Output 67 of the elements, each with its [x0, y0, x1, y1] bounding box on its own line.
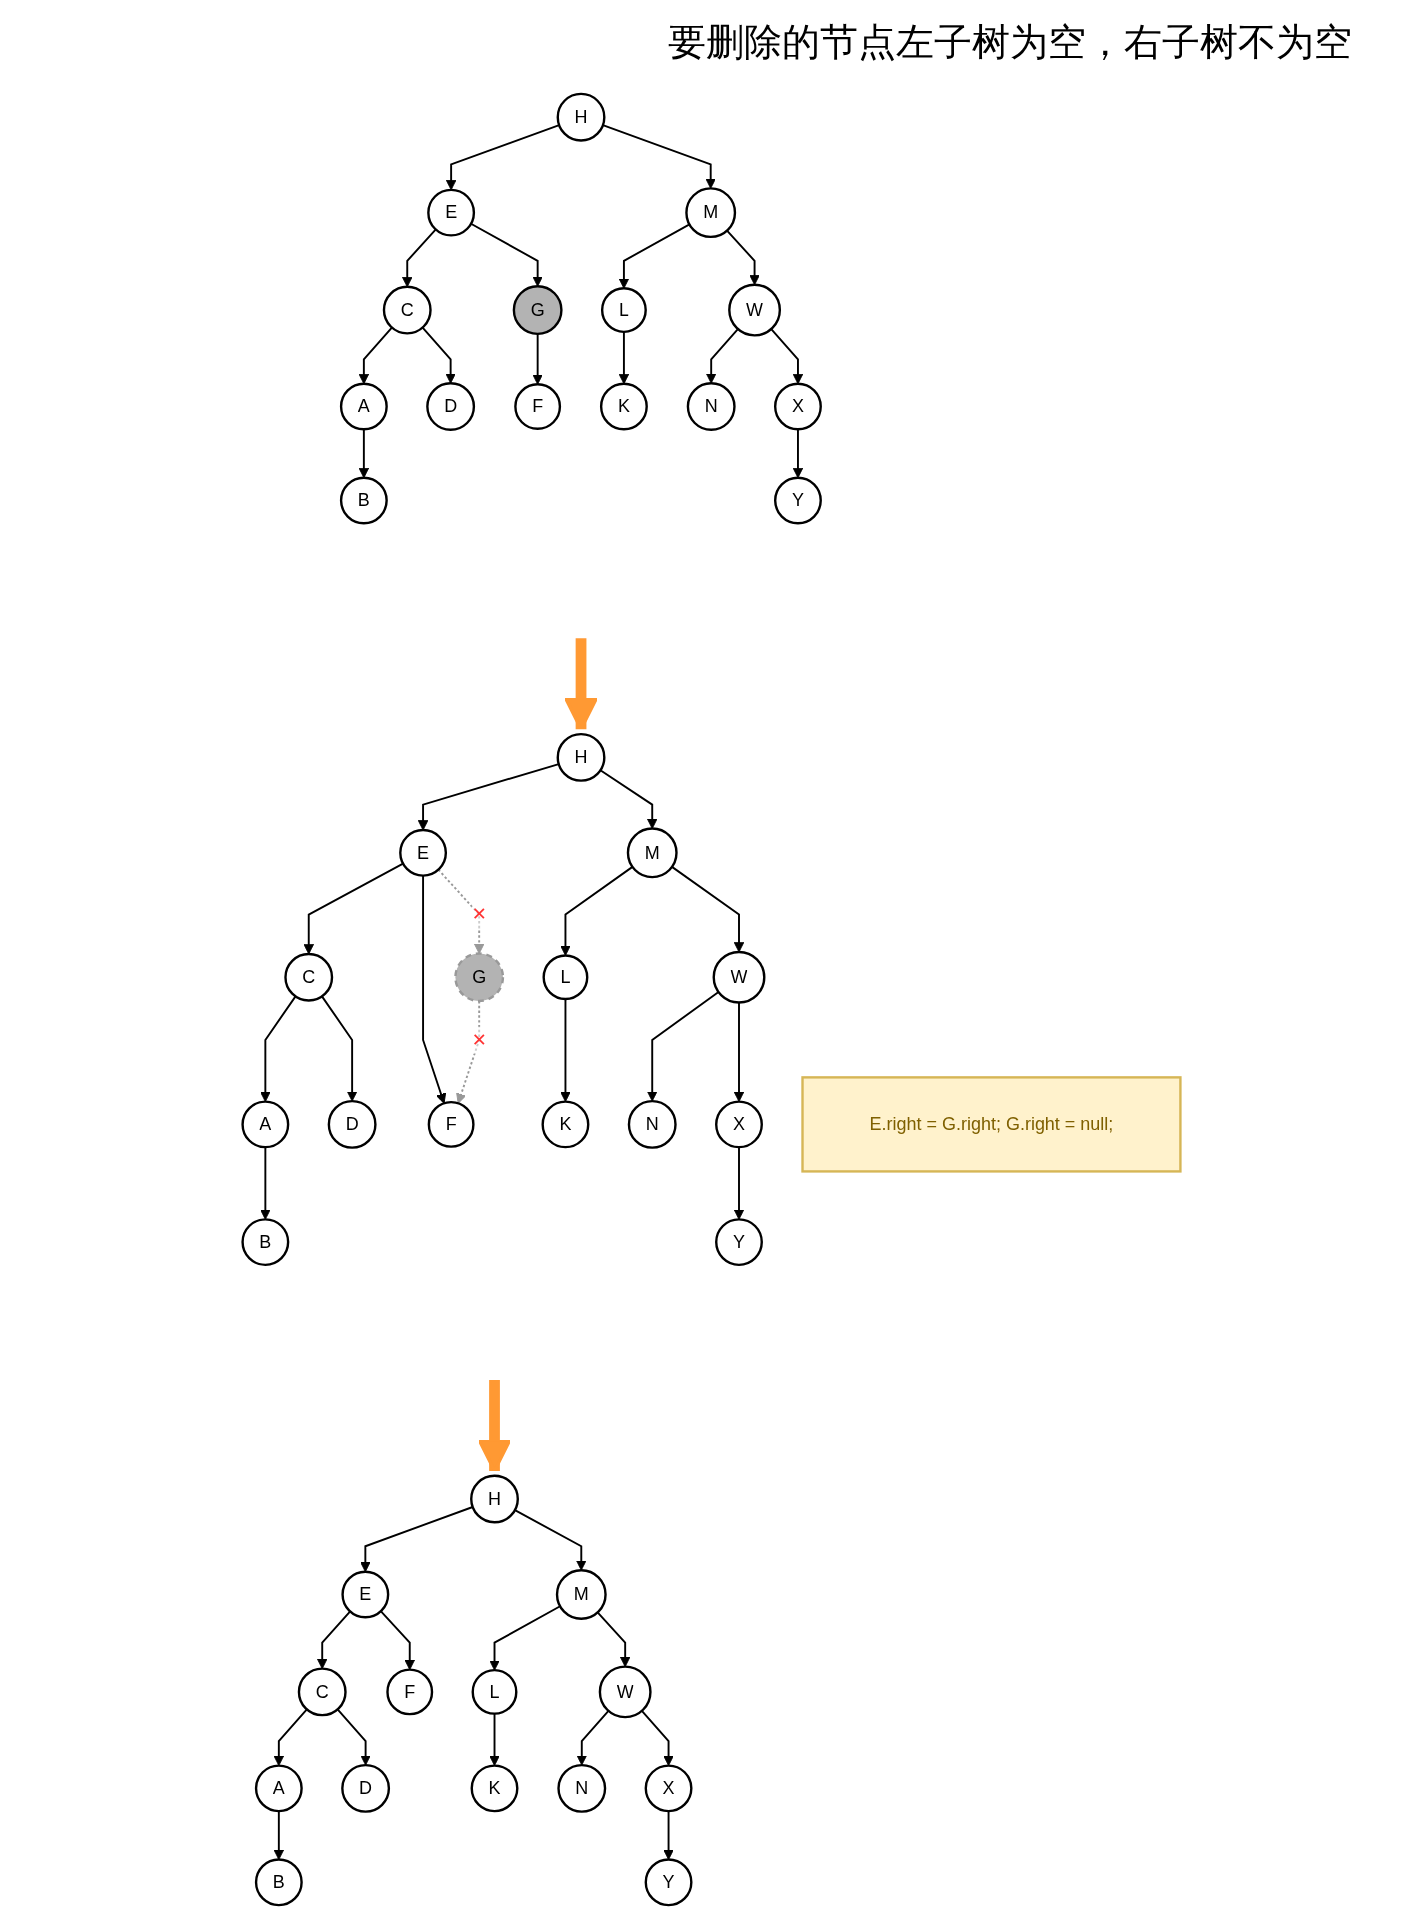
arrow	[559, 865, 633, 956]
tree-node-circle: D	[425, 382, 475, 431]
tree-node-circle: M	[626, 827, 678, 879]
tree-node-circle: A	[254, 1764, 303, 1813]
tree-node-circle: Y	[773, 476, 822, 525]
note-box: E.right = G.right; G.right = null;	[800, 1076, 1182, 1173]
tree-node-circle: N	[686, 382, 736, 431]
tree-node-circle: B	[254, 1858, 303, 1907]
tree-node-circle: H	[556, 92, 605, 142]
arrow	[421, 326, 456, 384]
arrow	[618, 223, 690, 289]
arrow	[705, 328, 739, 384]
tree-node-circle: E	[398, 828, 447, 877]
arrow	[445, 124, 560, 191]
tree-node-circle: W	[727, 283, 781, 337]
tree-node-circle: F	[427, 1100, 475, 1148]
arrow	[302, 862, 404, 955]
tree-node-circle: L	[541, 954, 588, 1001]
tree-node-circle: K	[599, 382, 648, 431]
tree-node-circle: C	[297, 1667, 347, 1717]
tree-node-circle: G	[453, 952, 504, 1003]
block-arrow	[476, 1379, 512, 1473]
tree-node-circle: D	[327, 1099, 377, 1149]
diagram-title: 要删除的节点左子树为空，右子树不为空	[668, 19, 1352, 65]
tree-node-circle: Y	[714, 1218, 763, 1267]
tree-node-circle: M	[555, 1569, 607, 1620]
tree-node-circle: C	[283, 952, 333, 1002]
tree-node-circle: B	[339, 476, 388, 525]
tree-node-circle: G	[512, 285, 563, 336]
arrow	[436, 868, 484, 954]
tree-node-circle: A	[240, 1100, 289, 1149]
tree-node-circle: X	[773, 382, 822, 431]
tree-node-circle: M	[684, 187, 736, 239]
arrow	[488, 1605, 561, 1671]
tree-node-circle: Y	[644, 1858, 693, 1907]
cross-mark: ✕	[471, 1026, 487, 1054]
tree-node-circle: X	[714, 1100, 763, 1149]
tree-node-circle: F	[385, 1668, 433, 1716]
arrow	[646, 991, 719, 1102]
arrow	[259, 1146, 271, 1220]
tree-node-circle: E	[426, 188, 475, 237]
tree-node-circle: D	[340, 1763, 390, 1813]
tree-node-circle: K	[540, 1100, 589, 1149]
tree-node-circle: C	[382, 285, 432, 335]
arrow	[513, 1509, 587, 1571]
tree-node-circle: L	[600, 287, 647, 334]
arrow	[725, 229, 760, 286]
arrow	[670, 865, 744, 953]
tree-node-circle: A	[339, 382, 388, 431]
tree-node-circle: N	[627, 1099, 677, 1149]
arrow	[733, 1146, 744, 1220]
tree-node-circle: W	[712, 950, 765, 1004]
tree-node-circle: H	[556, 732, 605, 782]
tree-node-circle: H	[469, 1474, 519, 1524]
block-arrow	[563, 638, 598, 731]
tree-node-circle: X	[644, 1764, 693, 1813]
arrow	[336, 1708, 371, 1766]
tree-node-circle: E	[340, 1570, 389, 1619]
tree-node-circle: W	[598, 1665, 652, 1719]
arrow	[320, 995, 357, 1102]
tree-node-circle: F	[513, 383, 561, 430]
tree-node-circle: L	[471, 1668, 517, 1715]
tree-node-circle: N	[556, 1763, 606, 1813]
tree-node-circle: K	[470, 1764, 518, 1813]
arrow	[455, 1000, 480, 1104]
arrow	[576, 1709, 609, 1766]
tree-node-circle: B	[240, 1218, 289, 1267]
